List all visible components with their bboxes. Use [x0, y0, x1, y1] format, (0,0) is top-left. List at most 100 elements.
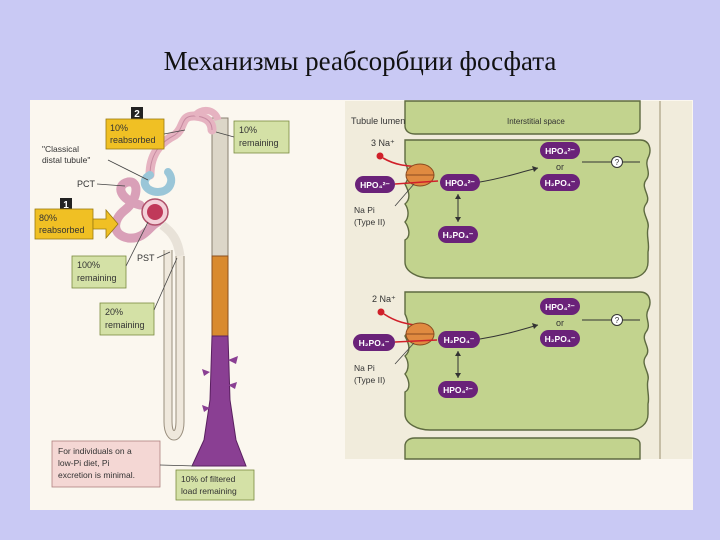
transport-diagram: Tubule lumen Interstitial space 3 Na⁺ HP…	[345, 100, 692, 460]
bottom-out-ion1-pill	[540, 298, 580, 315]
step2-number-box	[131, 107, 143, 119]
step1-number-box	[60, 198, 72, 210]
top-cell-ion: HPO₄²⁻	[445, 178, 475, 188]
bottom-cell-ion2-pill	[438, 381, 478, 398]
bottom-cell-ion2: HPO₄²⁻	[443, 385, 473, 395]
glomerulus	[147, 204, 163, 220]
bottom-out-ion2-pill	[540, 330, 580, 347]
upper-partial-cell	[404, 100, 641, 135]
note-box	[51, 440, 161, 488]
top-exit-arrowhead	[532, 166, 538, 172]
note-line3: excretion is minimal.	[58, 470, 135, 480]
bottom-lumen-arrow	[394, 339, 438, 343]
remaining20-pointer	[153, 257, 178, 311]
top-out-ion1: HPO₄²⁻	[545, 146, 575, 156]
step2-label-box	[105, 118, 165, 150]
remaining100-line2: remaining	[77, 273, 117, 283]
classical-distal-segment	[140, 168, 176, 197]
remaining10-box	[233, 120, 290, 154]
bottom-lumen-ion: H₂PO₄⁻	[359, 338, 390, 348]
top-transporter-line2: (Type II)	[354, 217, 385, 227]
bottom-lumen-ion-pill	[353, 334, 395, 351]
step1-line1: 80%	[39, 213, 57, 223]
classical-line1: "Classical	[42, 144, 79, 154]
tubule-lumen-label: Tubule lumen	[351, 116, 405, 126]
filtered-line2: load remaining	[181, 486, 237, 496]
remaining100-pointer	[125, 221, 149, 267]
collecting-duct-upper	[211, 117, 229, 257]
pst-pointer	[156, 251, 171, 259]
note-pointer	[159, 464, 197, 467]
bottom-cell-ion: H₂PO₄⁻	[444, 335, 475, 345]
remaining100-line1: 100%	[77, 260, 100, 270]
nephron-diagram: 2 10% reabsorbed 10% remaining "Classica…	[34, 107, 290, 501]
step2-line1: 10%	[110, 123, 128, 133]
top-cell-ion2-pill	[438, 226, 478, 243]
filtered-box	[175, 469, 255, 501]
remaining20-line1: 20%	[105, 307, 123, 317]
bottom-na-label: 2 Na⁺	[372, 294, 396, 304]
bottom-exit-arrowhead	[532, 323, 538, 329]
lower-partial-cell	[404, 437, 641, 460]
top-na-dot	[376, 152, 384, 160]
top-transporter-line1: Na Pi	[354, 205, 375, 215]
top-na-label: 3 Na⁺	[371, 138, 395, 148]
bottom-cell-ion-pill	[438, 331, 480, 348]
bottom-out-ion1: HPO₄²⁻	[545, 302, 575, 312]
bottom-transporter-line1: Na Pi	[354, 363, 375, 373]
remaining20-box	[99, 302, 155, 336]
bottom-unknown: ?	[615, 316, 620, 325]
top-unknown-icon	[611, 156, 623, 168]
bottom-na-dot	[377, 308, 385, 316]
remaining10-line2: remaining	[239, 138, 279, 148]
bottom-transporter-pointer	[394, 342, 415, 365]
top-unknown: ?	[615, 158, 620, 167]
step1-arrow-icon	[92, 208, 119, 240]
remaining20-line2: remaining	[105, 320, 145, 330]
note-line1: For individuals on a	[58, 446, 132, 456]
bottom-unknown-icon	[611, 314, 623, 326]
interstitial-label: Interstitial space	[507, 117, 565, 126]
top-out-ion1-pill	[540, 142, 580, 159]
step1-number: 1	[63, 200, 69, 211]
remaining100-box	[71, 255, 127, 289]
bottom-transporter-line2: (Type II)	[354, 375, 385, 385]
step2-number: 2	[134, 109, 140, 120]
bottom-or: or	[556, 318, 564, 328]
collecting-duct-bumps	[202, 356, 238, 412]
classical-line2: distal tubule"	[42, 155, 90, 165]
remaining10-pointer	[215, 131, 235, 138]
note-line2: low-Pi diet, Pi	[58, 458, 110, 468]
top-lumen-ion: HPO₄²⁻	[360, 180, 390, 190]
loop-of-henle-outline	[171, 250, 177, 431]
collecting-duct-purple	[191, 335, 247, 467]
classical-pointer	[107, 159, 149, 181]
loop-of-henle-outer	[163, 250, 185, 441]
proximal-straight-tubule	[159, 221, 185, 257]
top-out-ion2-pill	[540, 174, 580, 191]
connecting-segment	[192, 107, 222, 122]
filtered-line1: 10% of filtered	[181, 474, 236, 484]
collecting-duct-orange	[211, 255, 229, 337]
bottom-epithelial-cell	[404, 291, 651, 431]
top-cell-ion2: H₂PO₄⁻	[443, 230, 474, 240]
loop-of-henle	[164, 250, 184, 439]
proximal-convoluted-tubule	[111, 177, 163, 243]
top-out-ion2: H₂PO₄⁻	[545, 178, 576, 188]
pct-pointer	[96, 183, 126, 187]
slide-title: Механизмы реабсорбции фосфата	[163, 46, 557, 76]
top-lumen-ion-pill	[355, 176, 395, 193]
step2-pointer	[163, 129, 186, 135]
step1-label-box	[34, 208, 94, 240]
remaining10-line1: 10%	[239, 125, 257, 135]
top-transporter-pointer	[394, 183, 415, 207]
bottom-out-ion2: H₂PO₄⁻	[545, 334, 576, 344]
top-cell-ion-pill	[440, 174, 480, 191]
step2-line2: reabsorbed	[110, 135, 156, 145]
top-lumen-arrow	[394, 180, 439, 185]
top-or: or	[556, 162, 564, 172]
step1-line2: reabsorbed	[39, 225, 85, 235]
pst-label: PST	[137, 253, 155, 263]
pct-label: PCT	[77, 179, 96, 189]
